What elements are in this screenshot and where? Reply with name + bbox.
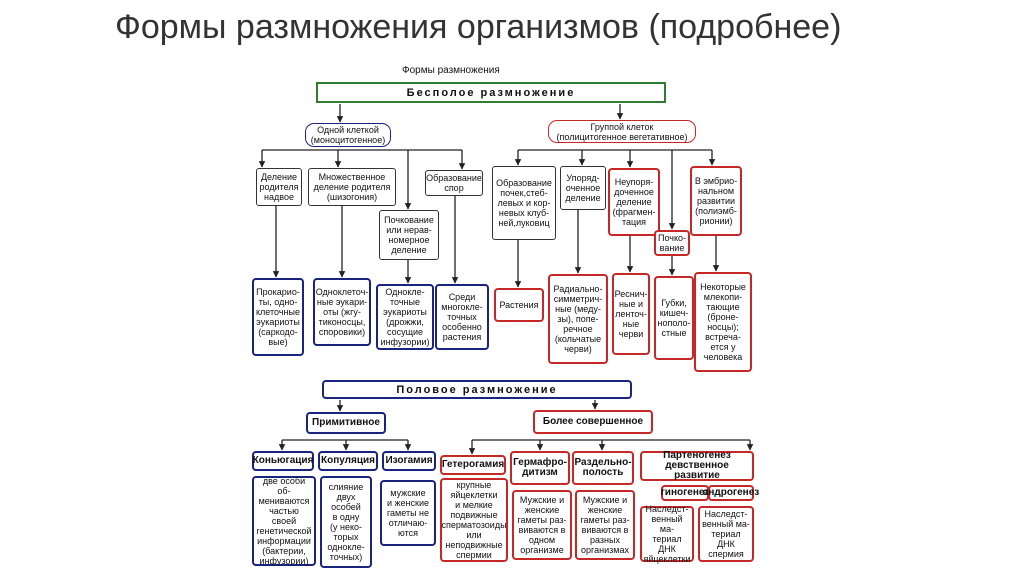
sexual-band: Половое размножение bbox=[322, 380, 632, 399]
ordered-division-node: Упоряд- оченное деление bbox=[560, 166, 606, 210]
heterogamy-node: Гетерогамия bbox=[440, 455, 506, 475]
spore-formation-node: Образование спор bbox=[425, 170, 483, 196]
parthenogenesis-node: Партеногенез девственное развитие bbox=[640, 451, 754, 481]
diagram-header: Формы размножения bbox=[402, 65, 500, 76]
radial-example: Радиально- симметрич- ные (меду- зы), по… bbox=[548, 274, 608, 364]
ciliary-worms-example: Реснич- ные и ленточ- ные черви bbox=[612, 273, 650, 355]
gonochorism-node: Раздельно- полость bbox=[572, 451, 634, 485]
group-cells-node: Группой клеток (полицитогенное вегетатив… bbox=[548, 120, 696, 143]
gynogenesis-example: Наследст- венный ма- териал ДНК яйцеклет… bbox=[640, 504, 694, 564]
isogamy-node: Изогамия bbox=[382, 451, 436, 471]
budding-example: Однокле- точные эукариоты (дрожжи, сосущ… bbox=[376, 284, 434, 350]
organs-formation-node: Образование почек,стеб- левых и кор- нев… bbox=[492, 166, 556, 240]
heterogamy-example: крупные яйцеклетки и мелкие подвижные сп… bbox=[440, 478, 508, 562]
plants-example: Растения bbox=[494, 288, 544, 322]
mammals-example: Некоторые млекопи- тающие (броне- носцы)… bbox=[694, 272, 752, 372]
budding-uneven-node: Почкование или нерав- номерное деление bbox=[379, 210, 439, 260]
hermaphroditism-node: Гермафро- дитизм bbox=[510, 451, 570, 485]
asexual-band: Бесполое размножение bbox=[316, 82, 666, 103]
unordered-division-node: Неупоря- доченное деление (фрагмен- таци… bbox=[608, 168, 660, 236]
primitive-node: Примитивное bbox=[306, 412, 386, 434]
gynogenesis-node: гиногенез bbox=[661, 485, 709, 501]
androgenesis-example: Наследст- венный ма- териал ДНК спермия bbox=[698, 506, 754, 562]
hermaphroditism-example: Мужские и женские гаметы раз- виваются в… bbox=[512, 490, 572, 560]
multiple-division-node: Множественное деление родителя (шизогони… bbox=[308, 168, 396, 206]
sponges-example: Губки, кишеч- нополо- стные bbox=[654, 276, 694, 360]
gonochorism-example: Мужские и женские гаметы раз- виваются в… bbox=[575, 490, 635, 560]
one-cell-node: Одной клеткой (моноцитогенное) bbox=[305, 123, 391, 147]
copulation-node: Копуляция bbox=[318, 451, 378, 471]
conjugation-example: две особи об- мениваются частью своей ге… bbox=[252, 476, 316, 566]
slide-title: Формы размножения организмов (подробнее) bbox=[115, 8, 842, 46]
advanced-node: Более совершенное bbox=[533, 410, 653, 434]
schizogony-example: Одноклеточ- ные эукари- оты (жгу- тиконо… bbox=[313, 278, 371, 346]
copulation-example: слияние двух особей в одну (у неко- торы… bbox=[320, 476, 372, 568]
androgenesis-node: андрогенез bbox=[703, 485, 759, 501]
embryonic-node: В эмбрио- нальном развитии (полиэмб- рио… bbox=[690, 166, 742, 236]
division-node: Деление родителя надвое bbox=[256, 168, 302, 206]
isogamy-example: мужские и женские гаметы не отличаю- ютс… bbox=[380, 480, 436, 546]
conjugation-node: Коньюгация bbox=[252, 451, 314, 471]
spores-example: Среди многокле- точных особенно растения bbox=[435, 284, 489, 350]
budding-node: Почко- вание bbox=[654, 230, 690, 256]
prokaryotes-example: Прокарио- ты, одно- клеточные эукариоты … bbox=[252, 278, 304, 356]
